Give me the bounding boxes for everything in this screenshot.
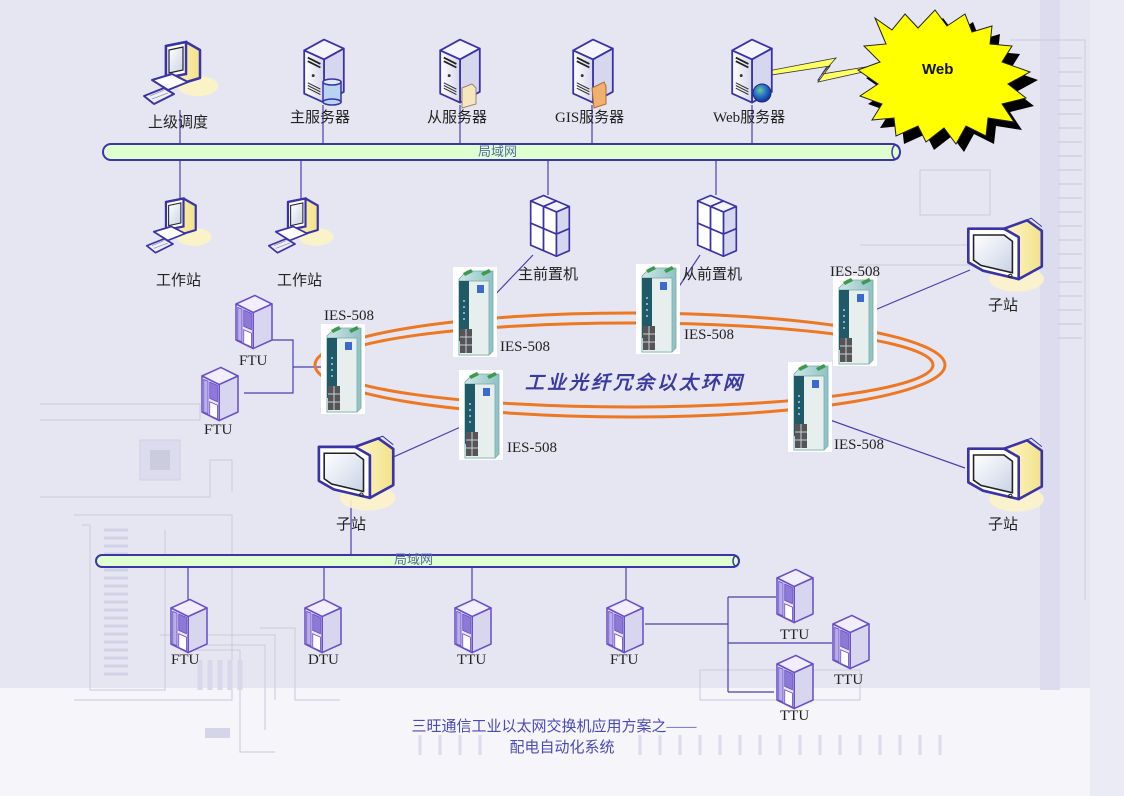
map-icon	[591, 81, 607, 109]
ftu-cabinet-icon[interactable]	[235, 294, 273, 350]
switch-icon[interactable]	[787, 362, 833, 452]
bottom-unit-label: FTU	[171, 652, 200, 668]
ring-title: 工业光纤冗余以太环网	[525, 372, 746, 394]
bottom-unit-label: FTU	[610, 652, 639, 668]
ttu-cabinet-icon[interactable]	[832, 614, 870, 670]
front-end-label: 从前置机	[682, 267, 743, 283]
lan-bottom-bus	[95, 554, 740, 568]
ttu-label: TTU	[780, 627, 810, 643]
switch-label: IES-508	[507, 440, 557, 456]
web-cloud-icon	[856, 9, 1038, 152]
switch-icon[interactable]	[458, 370, 504, 460]
front-end-label: 主前置机	[518, 267, 579, 283]
workstation-label: 工作站	[156, 273, 202, 289]
web-cloud-label: Web	[922, 61, 954, 78]
top-device-label: Web服务器	[713, 110, 786, 126]
ftu-label: FTU	[239, 353, 268, 369]
switch-icon[interactable]	[452, 267, 498, 357]
substation-label: 子站	[988, 298, 1019, 314]
bottom-unit-label: TTU	[457, 652, 487, 668]
switch-icon[interactable]	[320, 324, 366, 414]
database-icon	[322, 78, 342, 106]
ftu-cabinet-icon[interactable]	[606, 598, 644, 654]
footer-title-line1: 三旺通信工业以太网交换机应用方案之——	[411, 719, 697, 735]
ttu-cabinet-icon[interactable]	[454, 598, 492, 654]
file-icon	[461, 83, 477, 109]
switch-label: IES-508	[500, 339, 550, 355]
ttu-cabinet-icon[interactable]	[776, 654, 814, 710]
substation-label: 子站	[336, 517, 367, 533]
ftu-cabinet-icon[interactable]	[170, 598, 208, 654]
top-device-label: 从服务器	[427, 110, 488, 126]
workstation-label: 工作站	[277, 273, 323, 289]
ttu-label: TTU	[780, 708, 810, 724]
substation-label: 子站	[988, 517, 1019, 533]
switch-icon[interactable]	[635, 264, 681, 354]
lan-bottom-label: 局域网	[394, 552, 434, 567]
ftu-label: FTU	[204, 422, 233, 438]
lan-top-bus	[102, 143, 901, 161]
globe-icon	[752, 83, 772, 103]
ttu-label: TTU	[834, 672, 864, 688]
switch-label: IES-508	[684, 327, 734, 343]
bottom-unit-label: DTU	[308, 652, 339, 668]
lan-top-label: 局域网	[478, 144, 518, 159]
footer-title-line2: 配电自动化系统	[509, 740, 615, 756]
dtu-cabinet-icon[interactable]	[304, 598, 342, 654]
top-device-label: 主服务器	[290, 110, 351, 126]
switch-icon[interactable]	[832, 276, 878, 366]
top-device-label: 上级调度	[148, 115, 209, 131]
ttu-cabinet-icon[interactable]	[776, 568, 814, 624]
ftu-cabinet-icon[interactable]	[201, 366, 239, 422]
backup-front-end-server-icon[interactable]	[696, 194, 738, 258]
switch-label: IES-508	[830, 264, 880, 280]
switch-label: IES-508	[834, 437, 884, 453]
switch-label: IES-508	[324, 308, 374, 324]
main-front-end-server-icon[interactable]	[529, 194, 571, 258]
top-device-label: GIS服务器	[555, 110, 625, 126]
